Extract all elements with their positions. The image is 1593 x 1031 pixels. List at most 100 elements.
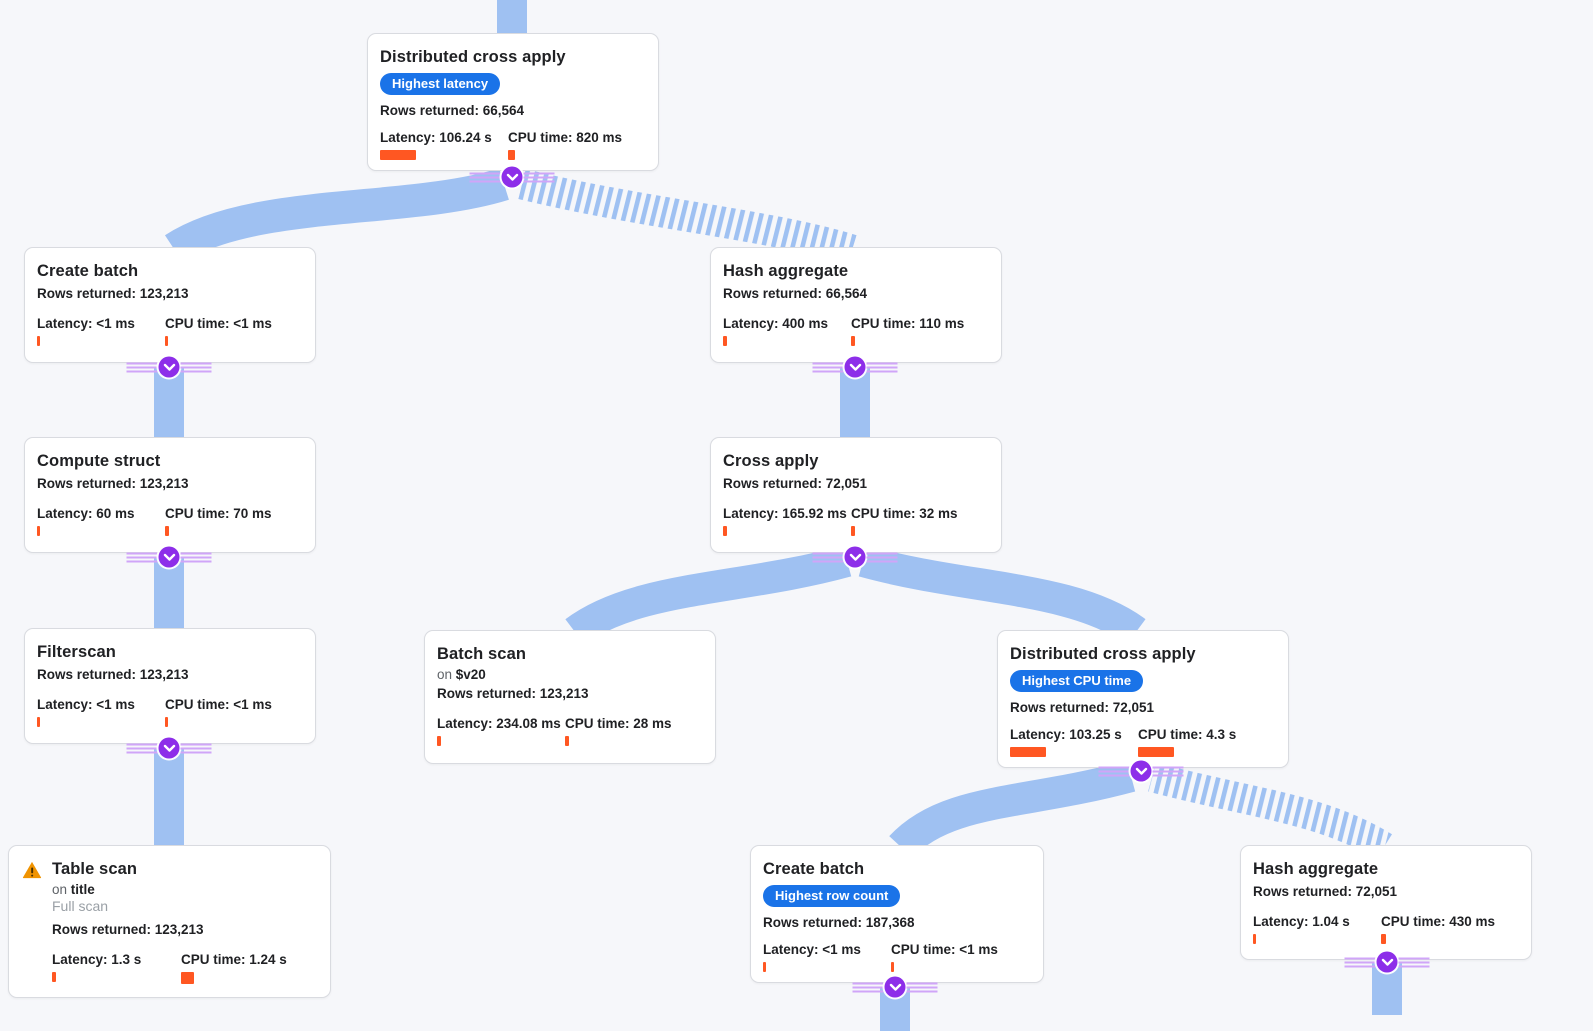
connector-lines-right	[906, 982, 938, 992]
plan-node-cross-apply[interactable]: Cross apply Rows returned: 72,051 Latenc…	[710, 437, 1002, 553]
plan-node-batch-scan[interactable]: Batch scan on $v20 Rows returned: 123,21…	[424, 630, 716, 764]
rows-returned: Rows returned: 72,051	[1010, 700, 1155, 715]
latency-metric: Latency: 1.3 s	[52, 952, 181, 984]
connector-lines-left	[852, 982, 884, 992]
connector-lines-right	[866, 362, 898, 372]
chevron-down-circle-icon	[1376, 951, 1398, 973]
node-title: Create batch	[37, 262, 139, 280]
cpu-metric: CPU time: <1 ms	[165, 316, 303, 346]
cpu-time-bar	[1381, 934, 1386, 944]
edge-dca1-to-create-batch	[164, 168, 509, 264]
connector-lines-left	[812, 362, 844, 372]
collapse-connector-create-batch-2[interactable]	[852, 976, 938, 998]
connector-lines-left	[126, 362, 158, 372]
rows-returned: Rows returned: 123,213	[437, 686, 589, 701]
cpu-time-bar	[565, 736, 569, 746]
cpu-time-bar	[891, 962, 894, 972]
latency-metric: Latency: 103.25 s	[1010, 727, 1138, 757]
node-title: Filterscan	[37, 643, 116, 661]
plan-node-create-batch-1[interactable]: Create batch Rows returned: 123,213 Late…	[24, 247, 316, 363]
latency-metric: Latency: 106.24 s	[380, 130, 508, 160]
collapse-connector-cross-apply[interactable]	[812, 546, 898, 568]
highest-latency-badge: Highest latency	[380, 73, 501, 95]
cpu-metric: CPU time: <1 ms	[891, 942, 1031, 972]
latency-bar	[380, 150, 416, 160]
plan-node-distributed-cross-apply-2[interactable]: Distributed cross apply Highest CPU time…	[997, 630, 1289, 768]
cpu-metric: CPU time: 820 ms	[508, 130, 646, 160]
latency-metric: Latency: 60 ms	[37, 506, 165, 536]
cpu-time-bar	[165, 336, 168, 346]
latency-metric: Latency: 1.04 s	[1253, 914, 1381, 944]
chevron-down-circle-icon	[844, 546, 866, 568]
cpu-metric: CPU time: 4.3 s	[1138, 727, 1276, 757]
collapse-connector-hash-aggregate-2[interactable]	[1344, 951, 1430, 973]
node-title: Distributed cross apply	[1010, 645, 1196, 663]
chevron-down-circle-icon	[844, 356, 866, 378]
rows-returned: Rows returned: 66,564	[723, 286, 868, 301]
node-title: Distributed cross apply	[380, 48, 566, 66]
connector-lines-right	[523, 172, 555, 182]
chevron-down-circle-icon	[884, 976, 906, 998]
collapse-connector-hash-aggregate-1[interactable]	[812, 356, 898, 378]
edge-filterscan-to-table-scan	[154, 748, 184, 847]
cpu-metric: CPU time: 1.24 s	[181, 952, 318, 984]
connector-lines-right	[866, 552, 898, 562]
edge-cross-apply-to-batch-scan	[565, 545, 852, 646]
plan-node-table-scan[interactable]: Table scan on title Full scan Rows retur…	[8, 845, 331, 998]
scan-target: on title	[52, 882, 95, 897]
rows-returned: Rows returned: 187,368	[763, 915, 915, 930]
plan-node-hash-aggregate-1[interactable]: Hash aggregate Rows returned: 66,564 Lat…	[710, 247, 1002, 363]
cpu-time-bar	[181, 972, 194, 984]
rows-returned: Rows returned: 72,051	[723, 476, 868, 491]
node-title: Compute struct	[37, 452, 161, 470]
edge-dca1-to-hash-aggregate	[518, 168, 857, 265]
plan-node-hash-aggregate-2[interactable]: Hash aggregate Rows returned: 72,051 Lat…	[1240, 845, 1532, 960]
connector-lines-right	[1152, 766, 1184, 776]
cpu-time-bar	[851, 336, 855, 346]
latency-metric: Latency: <1 ms	[37, 316, 165, 346]
latency-bar	[37, 336, 40, 346]
latency-metric: Latency: <1 ms	[763, 942, 891, 972]
cpu-time-bar	[165, 717, 168, 727]
latency-bar	[1010, 747, 1046, 757]
cpu-time-bar	[508, 150, 515, 160]
cpu-metric: CPU time: <1 ms	[165, 697, 303, 727]
collapse-connector-create-batch-1[interactable]	[126, 356, 212, 378]
warning-icon	[22, 861, 42, 879]
chevron-down-circle-icon	[1130, 760, 1152, 782]
latency-bar	[437, 736, 441, 746]
collapse-connector-filterscan[interactable]	[126, 737, 212, 759]
connector-lines-right	[180, 362, 212, 372]
rows-returned: Rows returned: 123,213	[37, 667, 189, 682]
cpu-metric: CPU time: 430 ms	[1381, 914, 1519, 944]
cpu-time-bar	[851, 526, 855, 536]
collapse-connector-dca1[interactable]	[469, 166, 555, 188]
plan-node-distributed-cross-apply-1[interactable]: Distributed cross apply Highest latency …	[367, 33, 659, 171]
latency-bar	[763, 962, 766, 972]
collapse-connector-compute-struct[interactable]	[126, 546, 212, 568]
cpu-time-bar	[1138, 747, 1174, 757]
latency-metric: Latency: 400 ms	[723, 316, 851, 346]
node-title: Table scan	[52, 860, 138, 878]
rows-returned: Rows returned: 72,051	[1253, 884, 1398, 899]
rows-returned: Rows returned: 123,213	[52, 922, 204, 937]
plan-node-compute-struct[interactable]: Compute struct Rows returned: 123,213 La…	[24, 437, 316, 553]
node-title: Cross apply	[723, 452, 819, 470]
connector-lines-left	[126, 552, 158, 562]
highest-cpu-time-badge: Highest CPU time	[1010, 670, 1144, 692]
collapse-connector-dca2[interactable]	[1098, 760, 1184, 782]
chevron-down-circle-icon	[158, 546, 180, 568]
latency-bar	[723, 336, 727, 346]
latency-bar	[1253, 934, 1256, 944]
connector-lines-right	[180, 743, 212, 753]
connector-lines-left	[1098, 766, 1130, 776]
edge-hash-aggregate-to-cross-apply	[840, 367, 870, 439]
scan-type-note: Full scan	[52, 898, 109, 914]
plan-node-filterscan[interactable]: Filterscan Rows returned: 123,213 Latenc…	[24, 628, 316, 744]
node-title: Batch scan	[437, 645, 527, 663]
plan-node-create-batch-2[interactable]: Create batch Highest row count Rows retu…	[750, 845, 1044, 983]
latency-bar	[37, 717, 40, 727]
edge-compute-struct-to-filterscan	[154, 557, 184, 630]
latency-metric: Latency: 165.92 ms	[723, 506, 851, 536]
